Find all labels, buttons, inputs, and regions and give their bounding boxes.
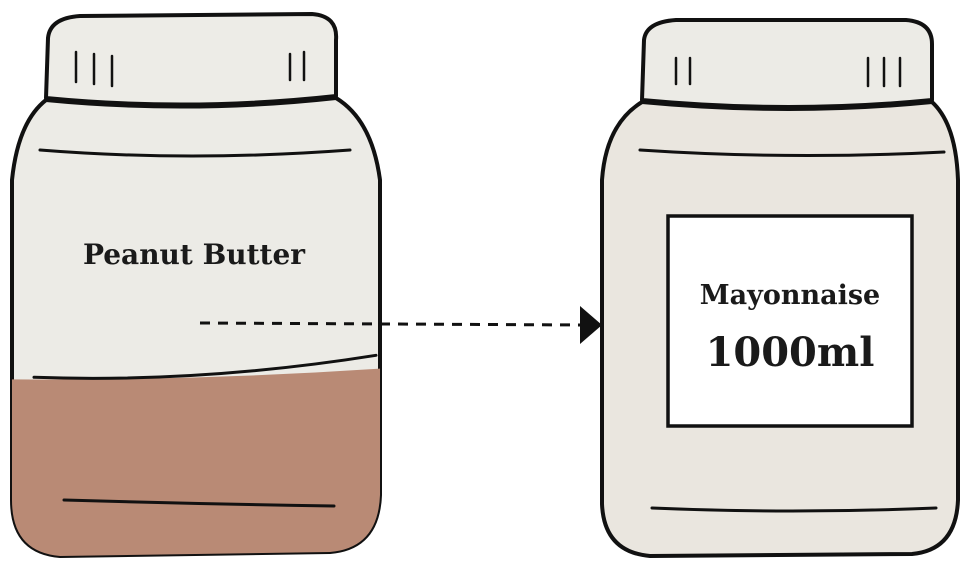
- peanut-butter-jar: Peanut Butter: [0, 14, 400, 563]
- peanut-butter-label: Peanut Butter: [83, 238, 306, 271]
- mayonnaise-label-box: [668, 216, 912, 426]
- mayonnaise-volume: 1000ml: [706, 329, 875, 376]
- peanut-butter-jar-lid: [46, 14, 336, 105]
- peanut-butter-contents: [0, 367, 400, 563]
- transfer-arrow-line: [200, 323, 582, 325]
- mayonnaise-jar: Mayonnaise 1000ml: [602, 20, 958, 556]
- mayonnaise-jar-lid: [642, 20, 932, 107]
- transfer-arrow-head: [580, 306, 602, 344]
- mayonnaise-label: Mayonnaise: [700, 280, 880, 311]
